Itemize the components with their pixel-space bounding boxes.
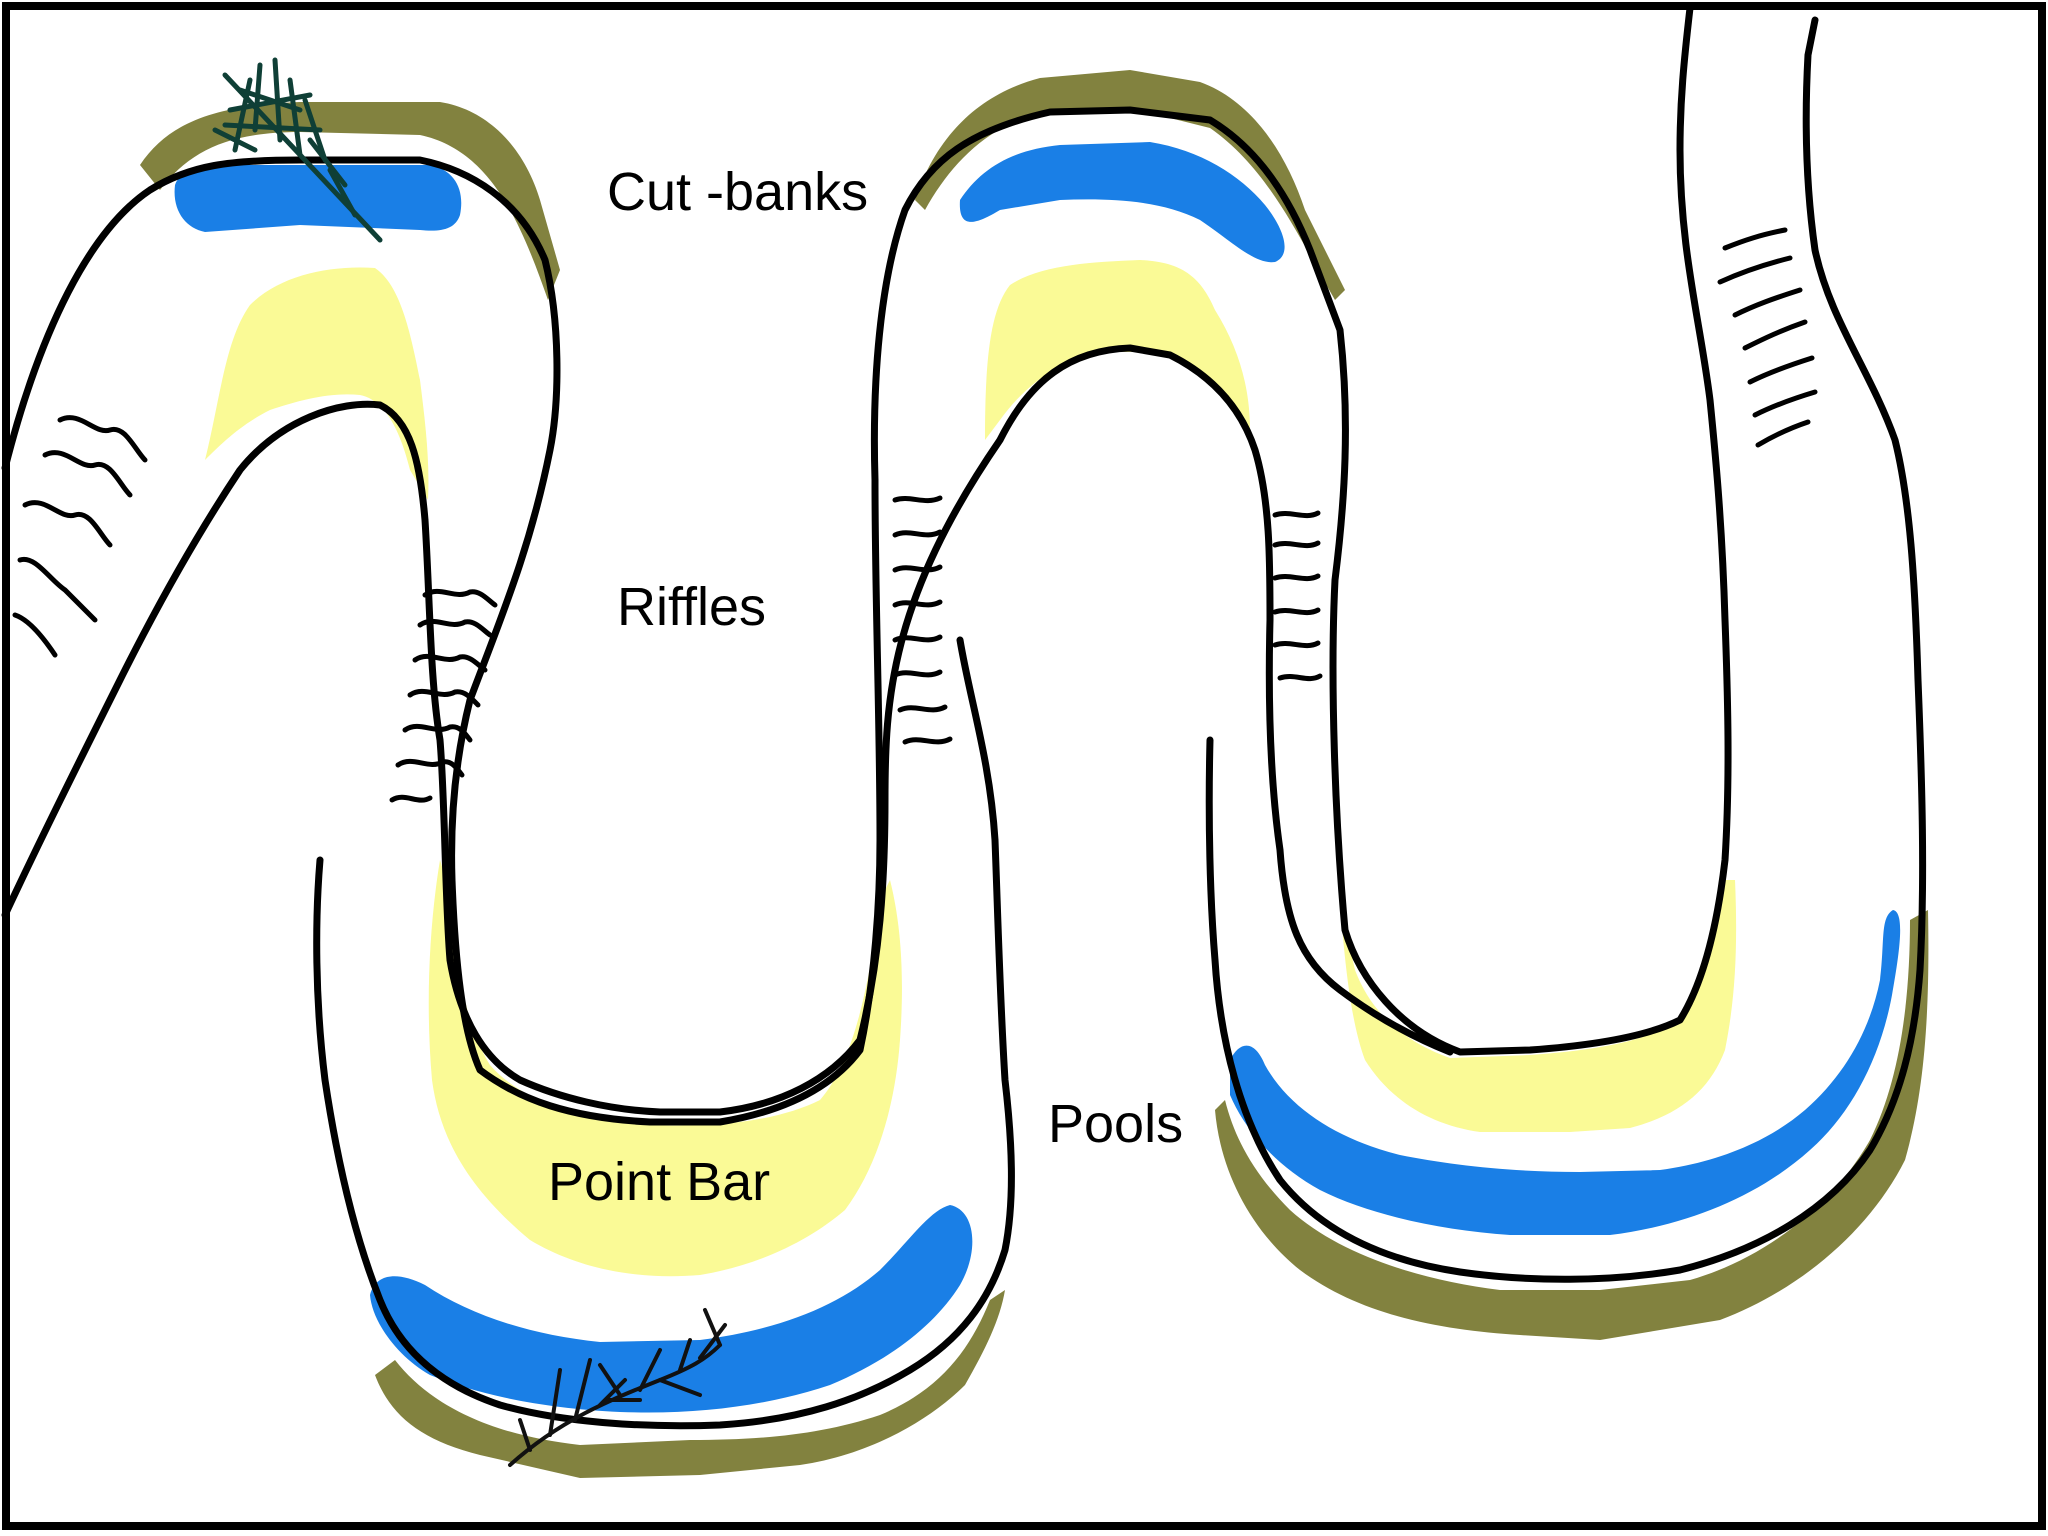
branch-twig — [658, 1378, 702, 1397]
riffle-mark — [1742, 319, 1808, 351]
pools — [174, 142, 1901, 1413]
riffle-mark — [1752, 389, 1818, 418]
tree-branch — [287, 77, 303, 158]
tree-branch — [327, 167, 358, 218]
pool-bottom-middle — [370, 1205, 973, 1413]
riffle-mark — [412, 653, 488, 673]
riffle-mark — [892, 529, 943, 538]
riffle-mark — [892, 669, 943, 678]
riffle-marks — [12, 227, 1818, 803]
riffle-mark — [407, 688, 481, 708]
riffle-mark — [389, 794, 433, 803]
riffle-mark — [892, 495, 943, 504]
riffle-mark — [1272, 540, 1321, 549]
point-bar-lower-left — [428, 860, 902, 1277]
branch-twig — [548, 1368, 562, 1437]
riffle-mark — [1717, 255, 1793, 285]
cut-bank-bottom-middle — [375, 1290, 1005, 1478]
tree-branch — [232, 77, 253, 153]
riffle-mark — [17, 556, 98, 623]
label-point-bar: Point Bar — [548, 1152, 770, 1212]
branch-twig — [698, 1323, 727, 1360]
tree-icon — [212, 57, 383, 243]
label-pools: Pools — [1048, 1094, 1183, 1154]
riffle-mark — [1722, 227, 1788, 251]
label-riffles: Riffles — [617, 577, 766, 637]
riffle-mark — [897, 704, 948, 713]
riffle-mark — [422, 588, 498, 608]
pool-bottom-right — [1230, 910, 1901, 1235]
point-bar-upper-left — [205, 267, 429, 500]
river-bend-lower-left-outer — [313, 636, 1015, 1430]
branch-twig — [573, 1358, 592, 1422]
branch-twig — [638, 1348, 662, 1392]
riffle-mark — [1272, 640, 1321, 649]
riffle-mark — [1272, 607, 1321, 616]
riffle-mark — [1272, 573, 1321, 582]
riffle-mark — [22, 500, 113, 548]
pool-top-left — [174, 165, 462, 232]
branch-twig — [703, 1308, 722, 1347]
riffle-mark — [902, 736, 953, 745]
cut-bank-top-middle — [915, 70, 1345, 300]
riffle-mark — [1732, 287, 1803, 318]
tree-branch — [212, 127, 258, 153]
riffle-mark — [892, 599, 943, 608]
riffle-mark — [417, 618, 493, 638]
branch-twig — [518, 1418, 532, 1452]
cut-banks — [140, 70, 1929, 1478]
riffle-mark — [1755, 419, 1811, 448]
riffle-mark — [12, 612, 58, 658]
branch-twig — [598, 1363, 622, 1397]
branch-twig — [678, 1338, 692, 1372]
pool-top-middle — [959, 142, 1285, 263]
tree-branch — [302, 97, 328, 163]
riffle-mark — [892, 564, 943, 573]
riffle-mark — [1277, 673, 1323, 682]
label-cut-banks: Cut -banks — [607, 162, 868, 222]
riffle-mark — [1272, 510, 1321, 519]
tree-branch — [307, 137, 348, 188]
branch-twig — [598, 1378, 627, 1407]
riffle-mark — [892, 634, 943, 643]
river-banks — [1, 4, 1927, 1430]
river-inner-bank — [1, 344, 1454, 1116]
riffle-mark — [42, 450, 133, 498]
fallen-branch-icon — [508, 1308, 727, 1467]
riffle-mark — [57, 415, 148, 463]
point-bar-lower-right — [1340, 880, 1737, 1132]
point-bars — [205, 260, 1737, 1277]
river-outer-bank — [1, 4, 1732, 1126]
riffle-mark — [395, 758, 465, 778]
riffle-mark — [402, 723, 473, 743]
riffle-mark — [1747, 355, 1815, 385]
river-bend-lower-right-outer — [1205, 16, 1927, 1283]
